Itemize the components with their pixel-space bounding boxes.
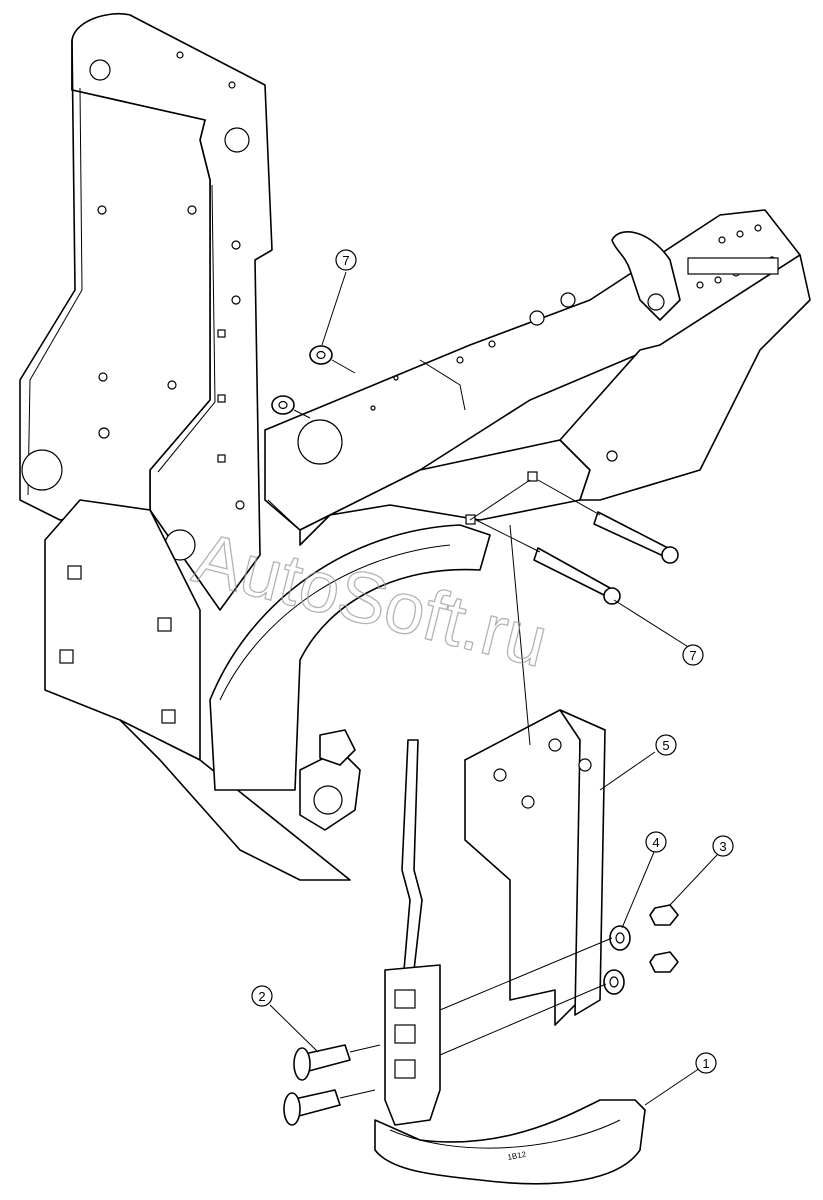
callout-6: 7 [335, 249, 357, 271]
svg-text:3: 3 [719, 839, 726, 854]
callout-3: 3 [712, 835, 734, 857]
part-5-bracket [464, 524, 606, 1026]
callout-4: 4 [645, 831, 667, 853]
part-4-washers [439, 925, 631, 1056]
svg-text:7: 7 [342, 253, 349, 268]
pivot-block [299, 729, 361, 831]
lower-box-frame [44, 499, 351, 881]
callout-5: 5 [655, 734, 677, 756]
part-3-nuts [649, 904, 679, 973]
control-rod [401, 739, 423, 971]
curved-bracket [209, 524, 491, 791]
callout-1: 1 [695, 1052, 717, 1074]
svg-text:1: 1 [702, 1056, 709, 1071]
svg-text:5: 5 [662, 738, 669, 753]
svg-text:7: 7 [689, 648, 696, 663]
part-1-handle: 1B12 [374, 964, 646, 1185]
callout-2: 2 [251, 985, 273, 1007]
part-7-bolts [469, 479, 679, 605]
svg-text:2: 2 [258, 989, 265, 1004]
hitch-hook [611, 231, 681, 321]
callout-7: 7 [682, 644, 704, 666]
part-stamp: 1B12 [507, 1150, 528, 1162]
part-2-bolts [283, 1044, 381, 1126]
part-6-nut [271, 345, 356, 419]
callout-leaders [269, 271, 718, 1106]
vertical-frame-plate [19, 13, 273, 611]
svg-text:4: 4 [652, 835, 659, 850]
